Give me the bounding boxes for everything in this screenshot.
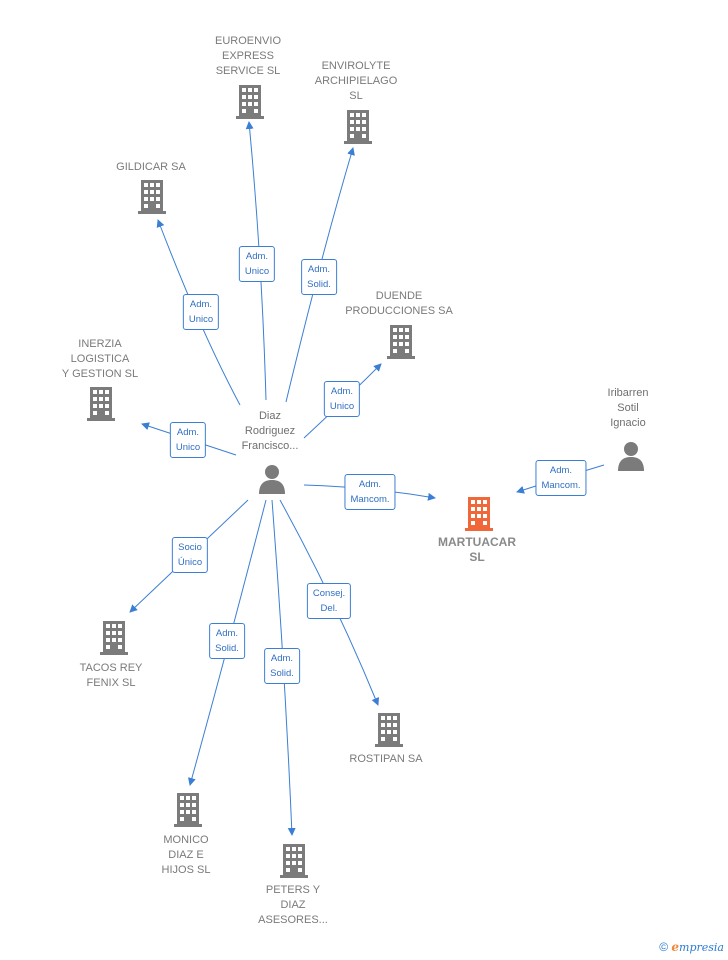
edge-label-martuacar: Adm. Mancom.	[344, 474, 396, 510]
company-label-rostipan[interactable]: ROSTIPAN SA	[349, 753, 423, 765]
edge-label-iribarren-martuacar: Adm. Mancom.	[535, 460, 587, 496]
company-label-tacos[interactable]: TACOS REY FENIX SL	[79, 662, 143, 689]
edge-label-rostipan: Consej. Del.	[306, 583, 352, 619]
building-icon[interactable]	[100, 621, 128, 655]
edge-label-euroenvio: Adm. Unico	[238, 246, 276, 282]
company-label-monico[interactable]: MONICO DIAZ E HIJOS SL	[161, 834, 211, 876]
person-label-diaz[interactable]: Diaz Rodriguez Francisco...	[241, 410, 299, 452]
building-icon[interactable]	[375, 713, 403, 747]
focus-building-icon[interactable]	[465, 497, 493, 531]
building-icon[interactable]	[344, 110, 372, 144]
building-icon[interactable]	[387, 325, 415, 359]
company-label-duende[interactable]: DUENDE PRODUCCIONES SA	[345, 290, 453, 317]
company-label-inerzia[interactable]: INERZIA LOGISTICA Y GESTION SL	[61, 338, 139, 380]
edge-label-envirolyte: Adm. Solid.	[301, 259, 337, 295]
company-label-gildicar[interactable]: GILDICAR SA	[116, 161, 186, 173]
company-label-martuacar[interactable]: MARTUACAR SL	[438, 535, 516, 564]
building-icon[interactable]	[87, 387, 115, 421]
company-label-envirolyte[interactable]: ENVIROLYTE ARCHIPIELAGO SL	[314, 60, 398, 102]
building-icon[interactable]	[236, 85, 264, 119]
edge-label-peters: Adm. Solid.	[264, 648, 300, 684]
person-icon[interactable]	[618, 442, 644, 471]
edge-label-tacos: Socio Único	[171, 537, 209, 573]
brand-name: mpresia	[679, 941, 724, 954]
person-label-iribarren[interactable]: Iribarren Sotil Ignacio	[607, 387, 649, 429]
company-label-peters[interactable]: PETERS Y DIAZ ASESORES...	[258, 884, 328, 926]
building-icon[interactable]	[280, 844, 308, 878]
person-icon[interactable]	[259, 465, 285, 494]
building-icon[interactable]	[174, 793, 202, 827]
building-icon[interactable]	[138, 180, 166, 214]
empresia-logo[interactable]: © empresia	[659, 940, 724, 954]
company-label-euroenvio[interactable]: EUROENVIO EXPRESS SERVICE SL	[214, 35, 282, 77]
edge-label-duende: Adm. Unico	[323, 381, 361, 417]
edge-label-inerzia: Adm. Unico	[169, 422, 207, 458]
copyright-icon: ©	[659, 940, 669, 954]
edge-label-gildicar: Adm. Unico	[182, 294, 220, 330]
edge-label-monico: Adm. Solid.	[209, 623, 245, 659]
brand-initial: e	[671, 940, 680, 954]
